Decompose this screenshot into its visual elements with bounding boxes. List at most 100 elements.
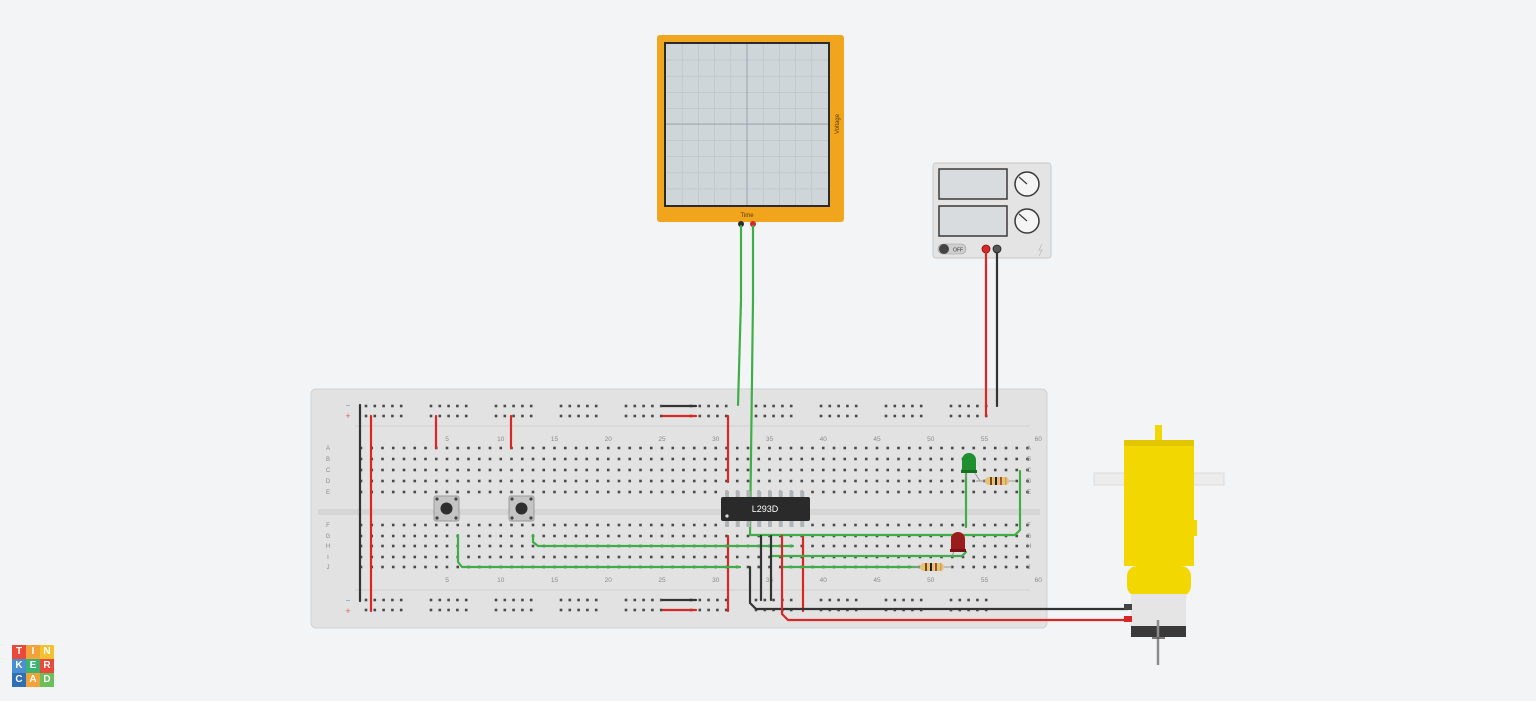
breadboard-hole[interactable] [413, 523, 417, 527]
chip-pin[interactable] [768, 491, 772, 498]
rail-hole[interactable] [456, 404, 459, 408]
breadboard-hole[interactable] [649, 446, 653, 450]
breadboard-hole[interactable] [477, 457, 481, 461]
rail-hole[interactable] [568, 414, 572, 418]
breadboard-hole[interactable] [467, 534, 470, 538]
breadboard-hole[interactable] [381, 523, 384, 527]
breadboard-hole[interactable] [649, 490, 653, 494]
breadboard-hole[interactable] [864, 544, 868, 548]
breadboard-hole[interactable] [424, 446, 427, 450]
breadboard-hole[interactable] [907, 544, 911, 548]
breadboard-hole[interactable] [639, 523, 642, 527]
breadboard-hole[interactable] [660, 468, 664, 472]
breadboard-hole[interactable] [445, 468, 449, 472]
breadboard-hole[interactable] [703, 457, 707, 461]
rail-hole[interactable] [494, 608, 498, 612]
breadboard-hole[interactable] [682, 457, 685, 461]
breadboard-hole[interactable] [682, 534, 685, 538]
breadboard-hole[interactable] [445, 523, 449, 527]
breadboard-hole[interactable] [488, 555, 492, 559]
rail-hole[interactable] [884, 414, 888, 418]
breadboard-hole[interactable] [424, 565, 427, 569]
rail-hole[interactable] [594, 608, 598, 612]
breadboard-hole[interactable] [671, 479, 675, 483]
breadboard-hole[interactable] [649, 457, 653, 461]
rail-hole[interactable] [364, 608, 368, 612]
breadboard-hole[interactable] [1004, 446, 1008, 450]
breadboard-hole[interactable] [639, 555, 642, 559]
breadboard-hole[interactable] [413, 534, 417, 538]
rail-hole[interactable] [373, 404, 377, 408]
breadboard-hole[interactable] [499, 446, 503, 450]
breadboard-hole[interactable] [381, 565, 384, 569]
breadboard-hole[interactable] [972, 446, 976, 450]
breadboard-hole[interactable] [402, 468, 406, 472]
rail-hole[interactable] [949, 404, 953, 408]
breadboard-hole[interactable] [639, 490, 642, 494]
breadboard-hole[interactable] [660, 534, 664, 538]
breadboard-hole[interactable] [510, 468, 513, 472]
breadboard-hole[interactable] [821, 479, 825, 483]
breadboard-hole[interactable] [671, 457, 675, 461]
breadboard-hole[interactable] [596, 446, 599, 450]
resistor-1[interactable] [976, 477, 1015, 485]
breadboard-hole[interactable] [520, 446, 524, 450]
breadboard-hole[interactable] [563, 468, 567, 472]
breadboard-hole[interactable] [649, 468, 653, 472]
breadboard-hole[interactable] [402, 534, 406, 538]
breadboard-hole[interactable] [391, 479, 395, 483]
breadboard-hole[interactable] [907, 490, 911, 494]
breadboard-hole[interactable] [596, 523, 599, 527]
breadboard-hole[interactable] [499, 468, 503, 472]
rail-hole[interactable] [456, 598, 459, 602]
breadboard-hole[interactable] [520, 523, 524, 527]
breadboard-hole[interactable] [488, 523, 492, 527]
breadboard-hole[interactable] [950, 479, 954, 483]
rail-hole[interactable] [429, 598, 433, 602]
breadboard-hole[interactable] [467, 555, 470, 559]
breadboard-hole[interactable] [434, 479, 438, 483]
rail-hole[interactable] [586, 414, 589, 418]
breadboard-hole[interactable] [843, 544, 847, 548]
rail-hole[interactable] [624, 404, 628, 408]
breadboard-hole[interactable] [886, 544, 890, 548]
rail-hole[interactable] [594, 414, 598, 418]
breadboard-hole[interactable] [391, 523, 395, 527]
breadboard-hole[interactable] [660, 446, 664, 450]
rail-hole[interactable] [594, 404, 598, 408]
rail-hole[interactable] [568, 608, 572, 612]
breadboard-hole[interactable] [940, 523, 943, 527]
rail-hole[interactable] [624, 414, 628, 418]
breadboard-hole[interactable] [628, 457, 632, 461]
rail-hole[interactable] [724, 598, 728, 602]
rail-hole[interactable] [893, 598, 897, 602]
breadboard-hole[interactable] [520, 468, 524, 472]
breadboard-hole[interactable] [843, 468, 847, 472]
rail-hole[interactable] [819, 414, 823, 418]
breadboard-hole[interactable] [402, 565, 406, 569]
breadboard-hole[interactable] [585, 457, 589, 461]
breadboard-hole[interactable] [553, 468, 556, 472]
breadboard-hole[interactable] [864, 523, 868, 527]
breadboard-hole[interactable] [424, 544, 427, 548]
rail-hole[interactable] [633, 598, 637, 602]
breadboard-hole[interactable] [1026, 544, 1029, 548]
chip-pin[interactable] [757, 491, 762, 498]
breadboard-hole[interactable] [843, 446, 847, 450]
breadboard-hole[interactable] [983, 555, 986, 559]
breadboard-hole[interactable] [1015, 523, 1019, 527]
breadboard-hole[interactable] [778, 446, 782, 450]
rail-hole[interactable] [503, 608, 507, 612]
breadboard-hole[interactable] [875, 457, 879, 461]
breadboard-hole[interactable] [778, 565, 782, 569]
rail-hole[interactable] [642, 608, 645, 612]
breadboard-hole[interactable] [542, 457, 546, 461]
breadboard-hole[interactable] [929, 523, 933, 527]
breadboard-hole[interactable] [628, 446, 632, 450]
breadboard-hole[interactable] [746, 479, 750, 483]
breadboard-hole[interactable] [811, 446, 814, 450]
breadboard-hole[interactable] [585, 479, 589, 483]
breadboard-hole[interactable] [886, 490, 890, 494]
breadboard-hole[interactable] [413, 544, 417, 548]
breadboard-hole[interactable] [596, 468, 599, 472]
